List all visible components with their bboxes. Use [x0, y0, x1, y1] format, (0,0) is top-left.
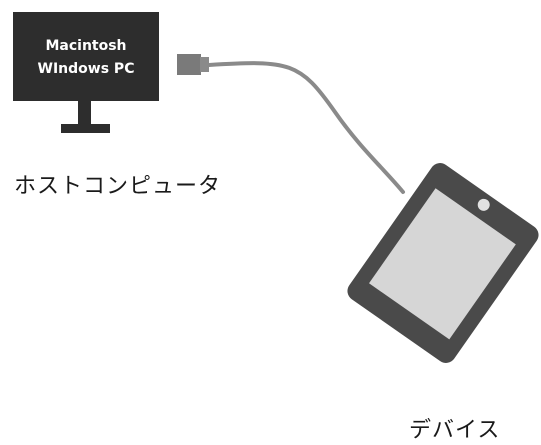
screen-line-2: WIndows PC: [38, 61, 135, 77]
host-computer-monitor-icon: Macintosh WIndows PC: [13, 12, 159, 133]
monitor-screen: [13, 12, 159, 101]
connector-collar: [200, 57, 209, 72]
host-computer-label: ホストコンピュータ: [14, 174, 222, 199]
tablet-home-button: [477, 198, 490, 211]
cable: [207, 61, 405, 194]
tablet-device-icon: [347, 163, 539, 363]
usb-connector-icon: [177, 54, 209, 75]
tablet-screen: [369, 188, 516, 340]
device-label: デバイス: [409, 418, 501, 443]
monitor-neck: [78, 101, 91, 125]
monitor-base: [61, 124, 110, 133]
connector-plug: [177, 54, 201, 75]
screen-line-1: Macintosh: [45, 38, 126, 54]
